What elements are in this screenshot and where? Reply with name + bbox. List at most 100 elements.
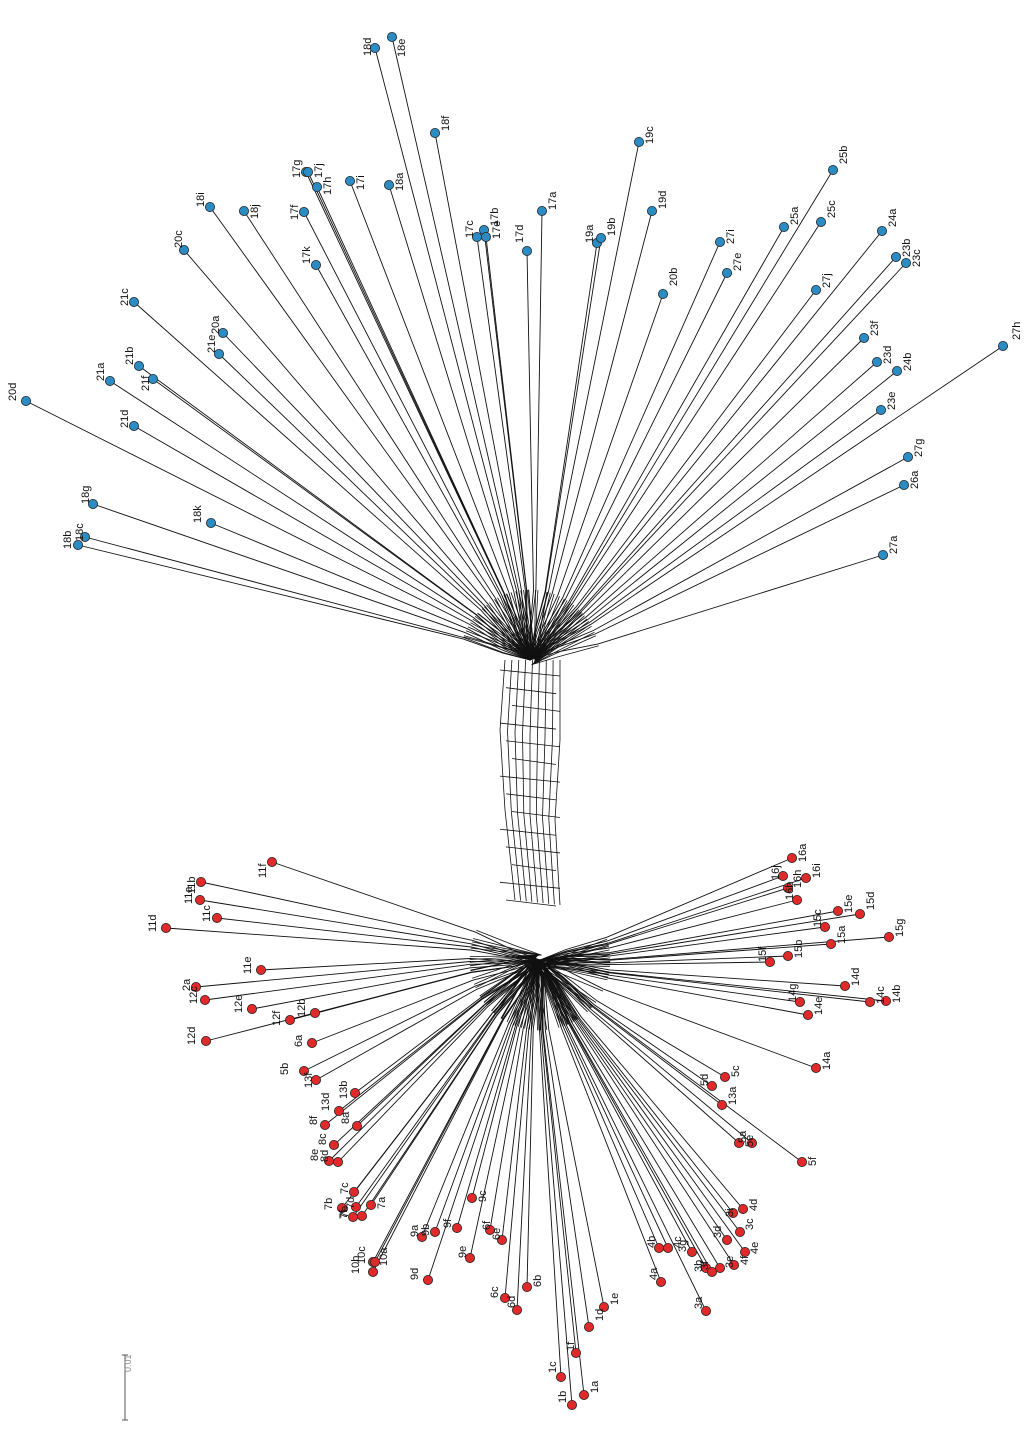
node-8d: [332, 1157, 343, 1168]
label-8d: 8d: [319, 1150, 331, 1162]
label-26a: 26a: [909, 470, 921, 489]
trunk-rung: [511, 864, 557, 872]
edge-9f: [456, 959, 541, 1229]
node-17d: [522, 245, 533, 256]
label-11f: 11f: [257, 863, 269, 878]
edge-27g: [529, 456, 909, 661]
label-17d: 17d: [514, 225, 526, 243]
edge-1f: [539, 959, 577, 1354]
node-20a: [217, 327, 228, 338]
trunk-rung: [499, 669, 561, 677]
label-16b: 16b: [784, 882, 796, 900]
tip-nodes: [20, 32, 1009, 1411]
edge-6e: [501, 959, 541, 1241]
node-23e: [876, 404, 887, 415]
edge-17a: [529, 210, 543, 661]
node-10c: [369, 1257, 380, 1268]
edge-5e: [539, 959, 740, 1144]
label-25c: 25c: [826, 200, 838, 218]
edge-7f: [352, 959, 541, 1218]
node-18d: [369, 43, 380, 54]
edge-18j: [243, 210, 531, 661]
label-6b: 6b: [532, 1275, 544, 1287]
trunk-rung: [511, 704, 561, 712]
label-20d: 20d: [7, 383, 19, 401]
edge-17i: [349, 180, 531, 661]
edge-26a: [529, 484, 905, 661]
label-12b: 12b: [296, 999, 308, 1017]
edge-16a: [539, 857, 793, 961]
label-16i: 16i: [811, 863, 823, 878]
node-15c: [820, 922, 831, 933]
node-16h: [783, 883, 794, 894]
label-4b: 4b: [646, 1236, 658, 1248]
node-13a: [717, 1100, 728, 1111]
edge-8d: [337, 959, 541, 1163]
node-9b: [429, 1227, 440, 1238]
edge-16j: [539, 875, 784, 961]
trunk-split-line: [548, 659, 555, 905]
node-26a: [899, 479, 910, 490]
edge-25b: [529, 169, 834, 661]
node-18j: [238, 205, 249, 216]
label-21d: 21d: [119, 410, 131, 428]
label-19a: 19a: [584, 224, 596, 243]
edge-15e: [539, 910, 839, 961]
edge-17g: [305, 171, 531, 661]
label-12c: 12c: [188, 986, 200, 1004]
edge-27i: [529, 241, 721, 661]
label-11b: 11b: [186, 876, 198, 894]
edge-15f: [539, 959, 771, 966]
edge-6d: [516, 959, 541, 1311]
node-14a: [811, 1063, 822, 1074]
node-1c: [556, 1372, 567, 1383]
node-16j: [778, 871, 789, 882]
node-21e: [213, 348, 224, 359]
label-13d: 13d: [320, 1093, 332, 1111]
node-14b: [881, 996, 892, 1007]
label-3g: 3g: [677, 1240, 689, 1252]
label-5e: 5e: [744, 1135, 756, 1147]
node-27j: [811, 284, 822, 295]
label-3a: 3a: [693, 1296, 705, 1309]
label-11e: 11e: [242, 956, 254, 974]
node-15f: [765, 957, 776, 968]
edge-18f: [434, 132, 531, 661]
node-9f: [451, 1223, 462, 1234]
edge-17e: [485, 236, 531, 661]
node-7b: [336, 1203, 347, 1214]
trunk-split-line: [514, 659, 527, 902]
node-12b: [309, 1008, 320, 1019]
edge-9e: [469, 959, 541, 1259]
label-14d: 14d: [850, 968, 862, 986]
node-5d: [707, 1081, 718, 1092]
label-20b: 20b: [668, 268, 680, 286]
label-23e: 23e: [886, 392, 898, 410]
node-17a: [537, 205, 548, 216]
node-17j: [302, 166, 313, 177]
label-17g: 17g: [291, 160, 303, 178]
label-13b: 13b: [338, 1081, 350, 1099]
label-9b: 9b: [420, 1224, 432, 1236]
label-21f: 21f: [140, 375, 152, 391]
edge-17f: [303, 211, 531, 661]
label-23f: 23f: [869, 320, 881, 336]
label-6f: 6f: [481, 1220, 493, 1230]
node-18g: [88, 498, 99, 509]
label-4d: 4d: [748, 1199, 760, 1211]
label-4e: 4e: [749, 1242, 761, 1254]
label-8c: 8c: [317, 1133, 329, 1145]
label-14a: 14a: [821, 1051, 833, 1070]
edge-4c: [539, 959, 669, 1249]
label-12d: 12d: [186, 1027, 198, 1045]
label-8f: 8f: [308, 1115, 320, 1125]
edge-16b: [539, 899, 798, 961]
edge-17k: [315, 264, 531, 661]
label-18k: 18k: [192, 505, 204, 523]
split-box-27a: [531, 645, 599, 666]
edge-1e: [539, 959, 605, 1308]
label-27g: 27g: [913, 439, 925, 457]
label-3e: 3e: [724, 1256, 736, 1268]
edge-13d: [338, 959, 541, 1112]
